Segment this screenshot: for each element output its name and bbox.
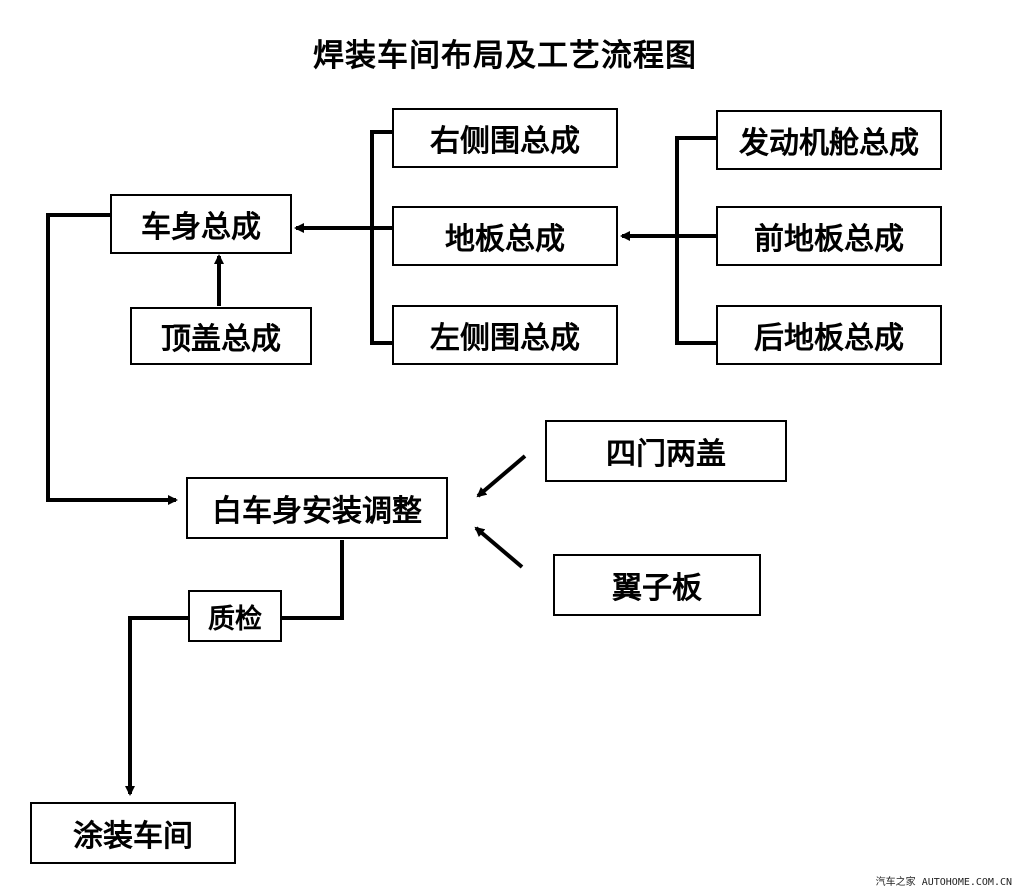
node-quality-check: 质检 [188,590,282,642]
node-paint-shop: 涂装车间 [30,802,236,864]
arrow-qc-to-paint [125,616,190,796]
node-right-side-frame: 右侧围总成 [392,108,618,168]
watermark-text: 汽车之家 AUTOHOME.COM.CN [875,877,1012,888]
node-doors-covers: 四门两盖 [545,420,787,482]
node-biw-adjustment: 白车身安装调整 [186,477,448,539]
arrow-body-to-biw [46,213,178,505]
node-engine-bay: 发动机舱总成 [716,110,942,170]
arrow-doors-to-biw [476,454,527,498]
line-biw-to-qc [282,540,344,620]
node-left-side-frame: 左侧围总成 [392,305,618,365]
bracket-left-group [370,130,392,345]
arrow-fenders-to-biw [474,526,524,569]
node-front-floor: 前地板总成 [716,206,942,266]
bracket-right-group [675,136,716,345]
diagram-title: 焊装车间布局及工艺流程图 [313,38,697,74]
node-floor-assembly: 地板总成 [392,206,618,266]
node-rear-floor: 后地板总成 [716,305,942,365]
node-fenders: 翼子板 [553,554,761,616]
node-body-assembly: 车身总成 [110,194,292,254]
node-roof-assembly: 顶盖总成 [130,307,312,365]
